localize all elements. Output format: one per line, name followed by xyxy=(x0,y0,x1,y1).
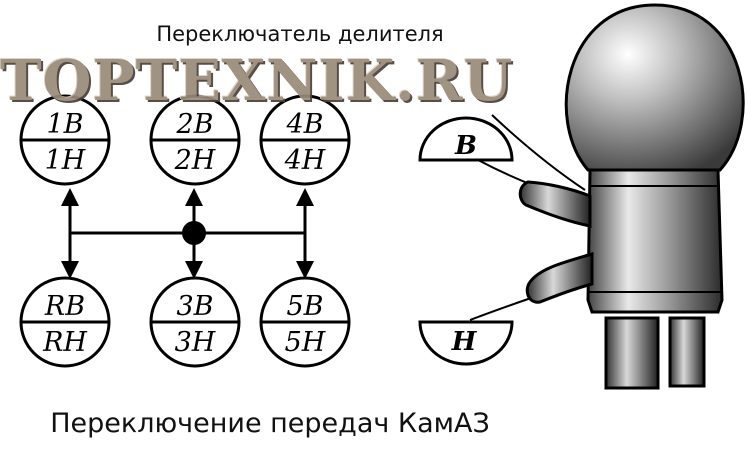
gear-r-top-label: RB xyxy=(44,291,85,322)
gear-4-bottom-label: 4H xyxy=(284,145,326,176)
divider-switch-title: Переключатель делителя xyxy=(156,22,444,46)
gear-knob-illustration: B H xyxy=(418,3,745,390)
diagram-caption: Переключение передач КамАЗ xyxy=(50,408,490,439)
gear-circle-reverse: RB RH xyxy=(19,276,111,368)
gear-circle-3: 3B 3H xyxy=(149,276,241,368)
knob-ball xyxy=(564,3,745,172)
gear-3-bottom-label: 3H xyxy=(175,327,216,358)
gear-1-bottom-label: 1H xyxy=(45,145,86,176)
low-range-indicator xyxy=(418,320,514,366)
upper-switch-lever xyxy=(518,180,592,228)
gear-circle-1: 1B 1H xyxy=(19,94,111,186)
gear-circle-4: 4B 4H xyxy=(259,94,351,186)
gear-4-top-label: 4B xyxy=(285,109,323,140)
gear-2-top-label: 2B xyxy=(175,109,213,140)
gear-circle-5: 5B 5H xyxy=(259,276,351,368)
gear-r-bottom-label: RH xyxy=(42,327,87,358)
knob-stem-left xyxy=(604,316,660,390)
gear-2-bottom-label: 2H xyxy=(174,145,216,176)
high-range-label: B xyxy=(454,131,477,161)
gear-5-bottom-label: 5H xyxy=(285,327,326,358)
gear-circle-2: 2B 2H xyxy=(149,94,241,186)
knob-stem-right xyxy=(668,316,706,388)
low-range-label: H xyxy=(451,327,478,357)
gear-5-top-label: 5B xyxy=(286,291,323,322)
lower-switch-lever xyxy=(525,251,594,304)
neutral-point xyxy=(182,221,206,245)
gear-1-top-label: 1B xyxy=(46,109,83,140)
knob-body xyxy=(586,168,724,314)
gear-3-top-label: 3B xyxy=(176,291,213,322)
watermark-logo: TOPTEXNIK.RU xyxy=(0,48,514,114)
high-range-indicator xyxy=(418,116,514,162)
